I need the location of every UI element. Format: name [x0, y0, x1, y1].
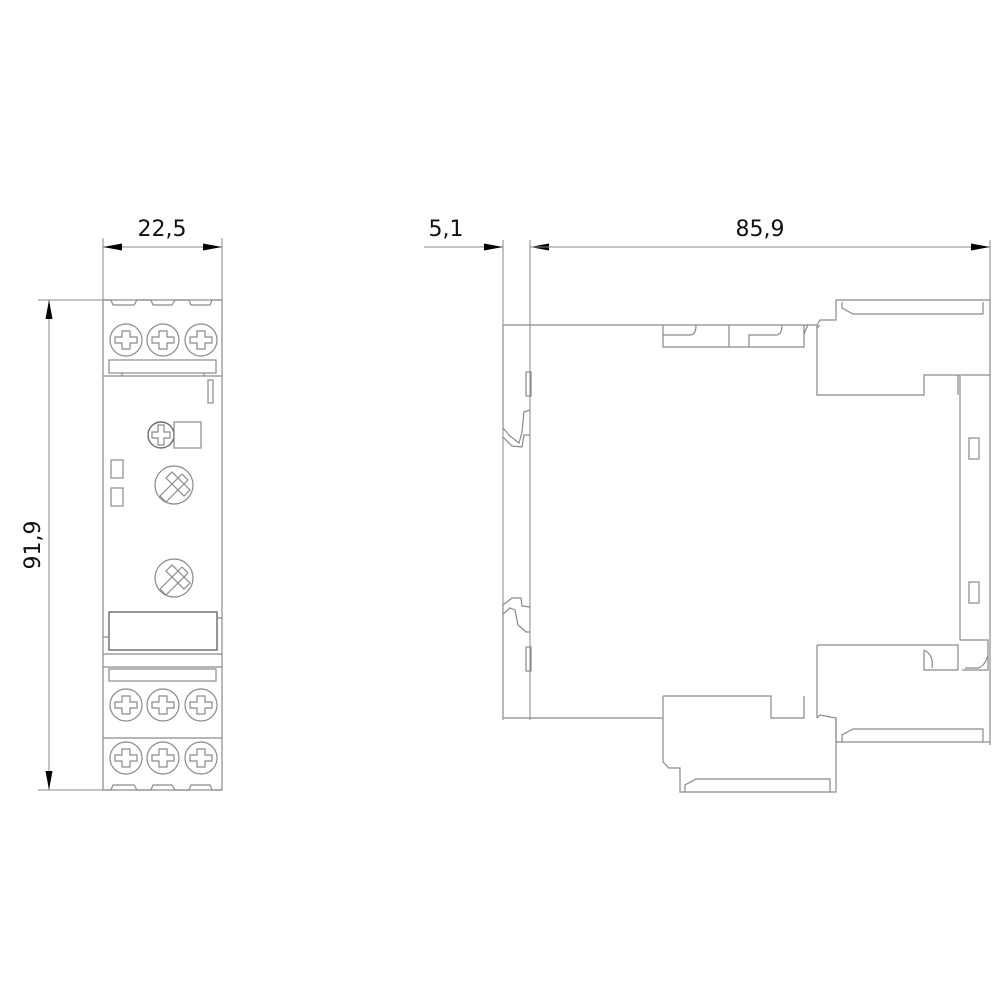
led-1 — [110, 459, 124, 479]
height-label: 91,9 — [21, 521, 46, 570]
led-square — [173, 421, 202, 449]
front-view: 22,5 91,9 — [21, 217, 223, 791]
indicator-slot — [207, 379, 214, 404]
label-plate — [108, 611, 218, 651]
height-dimension: 91,9 — [21, 299, 103, 791]
middle-terminal-row — [109, 688, 218, 722]
top-terminal-row — [109, 323, 218, 357]
depth-dimension: 85,9 — [530, 217, 991, 320]
potentiometer-1 — [154, 465, 194, 505]
led-2 — [110, 487, 124, 507]
width-label: 22,5 — [138, 217, 187, 242]
rail-offset-dimension: 5,1 — [424, 217, 549, 720]
rail-offset-label: 5,1 — [429, 217, 464, 242]
side-view: 5,1 85,9 — [424, 217, 991, 793]
width-dimension: 22,5 — [102, 217, 223, 300]
potentiometer-2 — [154, 558, 194, 598]
depth-label: 85,9 — [736, 217, 785, 242]
bottom-terminal-row — [109, 741, 218, 775]
potentiometer-small — [147, 421, 202, 449]
